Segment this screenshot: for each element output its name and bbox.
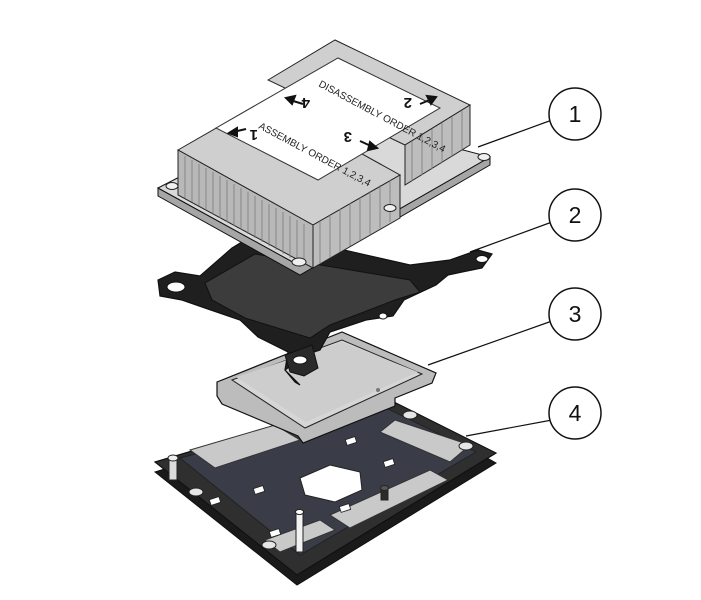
processor	[216, 331, 437, 444]
heatsink-fins-back-side	[404, 104, 471, 186]
carrier-frame	[157, 233, 493, 386]
heatsink-fin-lines	[184, 111, 463, 266]
processor-mark	[376, 388, 380, 392]
carrier-frame-hole-right	[378, 312, 388, 320]
label-corner-4: 4	[301, 94, 310, 111]
socket-slots	[208, 436, 396, 538]
svg-text:4: 4	[569, 400, 582, 426]
carrier-frame-hole-front	[292, 355, 308, 365]
heatsink-fins-right-side	[312, 174, 401, 269]
label-arrows	[226, 94, 438, 152]
label-corner-1: 1	[250, 126, 258, 143]
svg-text:3: 3	[569, 301, 582, 327]
socket-screws	[188, 410, 474, 550]
heatsink: ASSEMBLY ORDER 1,2,3,4 DISASSEMBLY ORDER…	[156, 39, 492, 276]
label-corner-3: 3	[344, 128, 352, 145]
label-corner-2: 2	[404, 94, 412, 111]
heatsink-label-sheet	[214, 57, 442, 181]
carrier-frame-window	[204, 253, 421, 339]
socket-assembly	[153, 394, 498, 586]
callout-leaders	[427, 119, 553, 437]
socket-rail-left	[188, 424, 302, 469]
carrier-frame-hole-left	[166, 281, 186, 293]
socket-rail-right	[379, 419, 471, 463]
heatsink-screws	[165, 153, 491, 267]
carrier-frame-hole-back	[475, 255, 489, 263]
socket-center-opening	[299, 464, 363, 503]
svg-text:2: 2	[569, 202, 582, 228]
processor-lid-top	[236, 342, 418, 422]
callout-1: 1	[548, 87, 602, 141]
svg-text:1: 1	[569, 101, 582, 127]
socket-rail-bottom	[328, 469, 450, 529]
socket-pins	[167, 454, 389, 553]
callout-3: 3	[548, 287, 602, 341]
callout-2: 2	[548, 188, 602, 242]
callout-4: 4	[548, 386, 602, 440]
